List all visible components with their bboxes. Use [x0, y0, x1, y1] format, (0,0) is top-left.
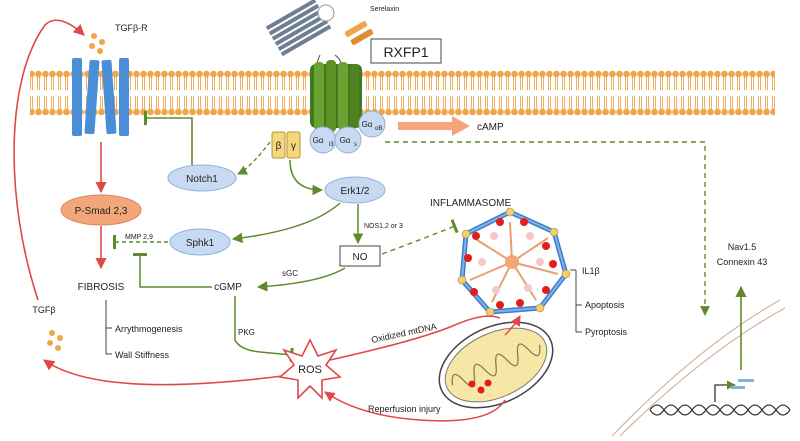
fibrosis-label: FIBROSIS — [78, 282, 125, 293]
camp-arrow — [398, 116, 470, 136]
pkg-label: PKG — [238, 328, 255, 337]
mmp-label: MMP 2,9 — [125, 234, 153, 241]
sphk1-label: Sphk1 — [186, 238, 215, 249]
ros-to-tgfb-arrow — [43, 359, 291, 386]
effect-il1b: IL1β — [582, 266, 600, 276]
g-alpha-subunits — [309, 110, 386, 154]
ros-oxidized-mtdna-line — [329, 315, 501, 361]
tgfb-ligand-dots — [89, 33, 105, 54]
serelaxin-ligand — [344, 21, 374, 45]
mtdna-fragments — [468, 379, 492, 394]
nos-label: NOS1,2 or 3 — [364, 223, 403, 230]
mtdna-to-inflammasome-arrow — [504, 315, 521, 336]
rxfp1-label-box — [370, 38, 442, 64]
sphk1-node — [169, 228, 231, 256]
tgfb-r-label: TGFβ-R — [115, 23, 148, 33]
nuclear-envelope-inner — [619, 307, 786, 437]
inflammasome-label: INFLAMMASOME — [430, 198, 511, 209]
notch1-node — [167, 164, 237, 192]
no-to-cgmp-arrow — [256, 267, 346, 292]
tgfb-receptor — [72, 58, 129, 136]
g-beta-label: β — [276, 141, 282, 152]
g-alpha-s-sub: s — [354, 142, 357, 148]
effect-pyroptosis: Pyroptosis — [585, 327, 628, 337]
g-alpha-i3-sub: i3 — [329, 142, 334, 148]
cgmp-inhibits-ros — [234, 296, 294, 363]
connexin43-label: Connexin 43 — [717, 257, 768, 267]
erk-node — [324, 176, 386, 204]
rxfp1-label: RXFP1 — [383, 44, 428, 60]
g-alpha-i3-label: Gα — [313, 136, 324, 145]
serelaxin-label: Serelaxin — [370, 6, 399, 13]
reperfusion-injury-arrow — [324, 391, 506, 422]
erk-label: Erk1/2 — [341, 186, 370, 197]
camp-label: cAMP — [477, 122, 504, 133]
g-alpha-s-label: Gα — [340, 136, 351, 145]
gbg-to-erk-arrow — [289, 159, 324, 196]
psmad-node — [60, 194, 142, 226]
ros-burst — [278, 338, 342, 400]
rxfp1-ectodomain — [265, 0, 342, 73]
g-alpha-ob-sub: oB — [375, 126, 382, 132]
notch1-inhibits-tgfbr — [144, 111, 193, 165]
inflammasome-complex — [457, 207, 571, 317]
reperfusion-label: Reperfusion injury — [368, 404, 441, 414]
cell-membrane — [30, 70, 775, 116]
mitochondrion — [438, 321, 554, 409]
tgfb-label: TGFβ — [32, 305, 55, 315]
fibrosis-effect-wall-stiffness: Wall Stiffness — [115, 350, 170, 360]
mrna-transcripts — [731, 379, 754, 389]
fibrosis-effect-arrhythmogenesis: Arrythmogenesis — [115, 324, 183, 334]
cgmp-inhibits-psmad — [133, 253, 212, 288]
nav15-label: Nav1.5 — [728, 242, 757, 252]
tgfb-feedback-arrow — [13, 19, 85, 301]
effect-apoptosis: Apoptosis — [585, 300, 625, 310]
cgmp-label: cGMP — [214, 282, 242, 293]
no-box — [339, 245, 381, 267]
nuclear-envelope-outer — [611, 299, 781, 437]
tgfb-dots-bottom — [47, 330, 63, 351]
g-gamma-label: γ — [291, 141, 296, 152]
psmad-label: P-Smad 2,3 — [75, 206, 128, 217]
g-beta-subunit — [271, 131, 286, 159]
gbg-to-notch1-arrow — [237, 141, 271, 175]
g-alpha-ob-label: Gα — [362, 120, 373, 129]
no-label: NO — [353, 252, 368, 263]
no-inhibits-inflammasome — [381, 219, 459, 255]
transcription-start-arrow — [714, 380, 736, 402]
ros-label: ROS — [298, 364, 322, 376]
g-gamma-subunit — [286, 131, 301, 159]
dna-helix — [649, 404, 791, 416]
gob-to-nucleus-arrow — [385, 141, 710, 316]
erk-to-sphk1-arrow — [231, 202, 341, 244]
rxfp1-receptor — [310, 60, 362, 132]
sgc-label: sGC — [282, 269, 298, 278]
notch1-label: Notch1 — [186, 174, 218, 185]
